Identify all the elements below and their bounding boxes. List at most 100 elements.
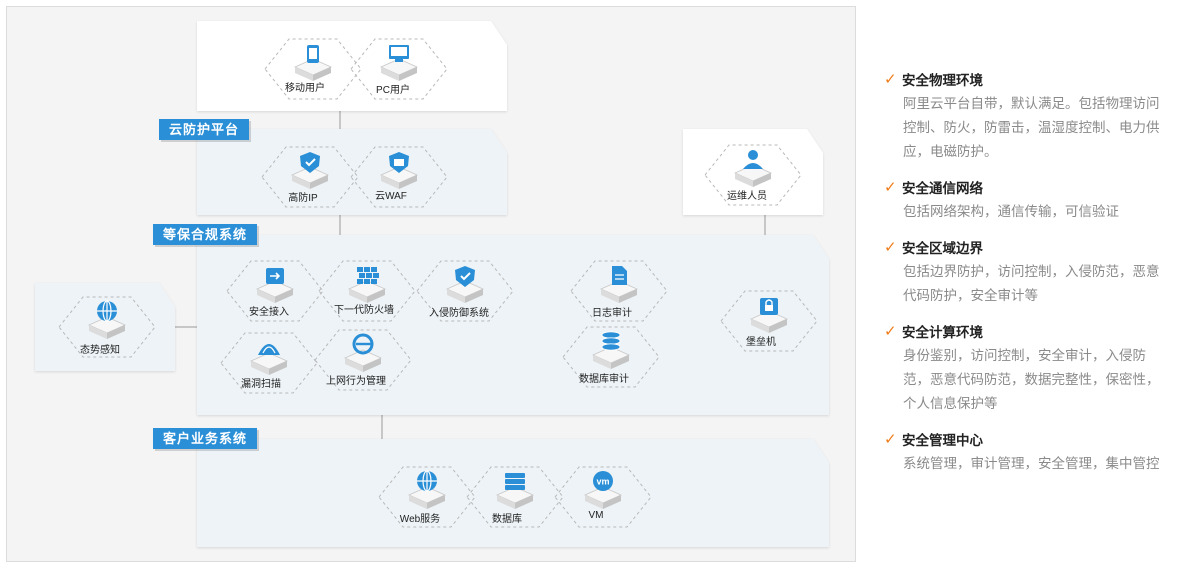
check-icon: ✓ <box>884 71 897 88</box>
wall-icon <box>357 267 379 284</box>
vm-icon: vm <box>593 471 613 491</box>
cube-left <box>735 173 753 187</box>
cube-right <box>611 355 629 369</box>
monitor-icon <box>389 45 409 62</box>
checklist-desc: 身份鉴别，访问控制，安全审计，入侵防 范，恶意代码防范，数据完整性，保密性， 个… <box>884 344 1174 416</box>
node-bastion <box>720 290 818 352</box>
node-vm: vm <box>554 466 652 528</box>
cube-left <box>601 289 619 303</box>
node-label-database: 数据库 <box>492 514 522 525</box>
cube-right <box>107 325 125 339</box>
cube-left <box>447 289 465 303</box>
node-label-web-service: Web服务 <box>399 514 441 525</box>
cube-left <box>251 361 269 375</box>
desc-line: 控制、防火，防雷击，温湿度控制、电力供 <box>903 120 1160 135</box>
checklist-desc: 包括网络架构，通信传输，可信验证 <box>884 200 1174 224</box>
desc-line: 包括网络架构，通信传输，可信验证 <box>903 204 1119 219</box>
desc-line: 系统管理，审计管理，安全管理，集中管控 <box>903 456 1160 471</box>
cube-left <box>497 495 515 509</box>
cube-left <box>585 495 603 509</box>
node-label-situation: 态势感知 <box>80 345 120 356</box>
cube-left <box>89 325 107 339</box>
cube-right <box>269 361 287 375</box>
checklist-desc: 包括边界防护，访问控制，入侵防范，恶意 代码防护，安全审计等 <box>884 260 1174 308</box>
cube-left <box>257 289 275 303</box>
cube-left <box>381 175 399 189</box>
node-hex-outline <box>314 329 412 391</box>
cube-right <box>363 358 381 372</box>
cube-left <box>409 495 427 509</box>
cube-right <box>515 495 533 509</box>
node-label-ops-staff: 运维人员 <box>727 191 767 202</box>
checklist-title: 安全区域边界 <box>902 241 983 256</box>
radar-icon <box>258 344 280 355</box>
lock-icon <box>760 298 778 315</box>
cube-left <box>751 319 769 333</box>
checklist-desc: 阿里云平台自带，默认满足。包括物理访问 控制、防火，防雷击，温湿度控制、电力供 … <box>884 92 1174 164</box>
node-database <box>466 466 564 528</box>
waf-icon <box>389 152 409 173</box>
checklist-title: 安全物理环境 <box>902 73 983 88</box>
node-hex-outline <box>58 296 156 358</box>
shield-icon <box>300 152 320 173</box>
cube-left <box>593 355 611 369</box>
cube-left <box>349 289 367 303</box>
globe-icon <box>97 300 117 322</box>
security-checklist: ✓ 安全物理环境 阿里云平台自带，默认满足。包括物理访问 控制、防火，防雷击，温… <box>884 66 1184 486</box>
cube-right <box>367 289 385 303</box>
cube-right <box>619 289 637 303</box>
server-icon <box>505 473 525 490</box>
desc-line: 应，电磁防护。 <box>903 144 998 159</box>
node-secure-access <box>226 260 324 322</box>
node-hex-outline <box>220 332 318 394</box>
node-label-mobile-user: 移动用户 <box>285 83 325 94</box>
cube-left <box>292 175 310 189</box>
desc-line: 范，恶意代码防范，数据完整性，保密性， <box>903 372 1160 387</box>
desc-line: 身份鉴别，访问控制，安全审计，入侵防 <box>903 348 1146 363</box>
node-ddos-ip <box>261 146 359 208</box>
desc-line: 个人信息保护等 <box>903 396 998 411</box>
node-mobile-user <box>264 38 362 100</box>
node-label-bastion: 堡垒机 <box>746 337 776 348</box>
cube-right <box>310 175 328 189</box>
person-icon <box>743 150 763 169</box>
cube-right <box>753 173 771 187</box>
node-label-cloud-waf: 云WAF <box>375 191 407 202</box>
node-vuln-scan <box>220 332 318 394</box>
node-web-behavior <box>314 329 412 391</box>
cube-right <box>465 289 483 303</box>
checklist-item-management: ✓ 安全管理中心 系统管理，审计管理，安全管理，集中管控 <box>884 426 1184 476</box>
node-label-db-audit: 数据库审计 <box>579 374 629 385</box>
users-panel <box>197 21 507 111</box>
cube-right <box>769 319 787 333</box>
node-log-audit <box>570 260 668 322</box>
db-icon <box>601 331 621 351</box>
node-pc-user <box>350 38 448 100</box>
cube-right <box>275 289 293 303</box>
cube-right <box>399 67 417 81</box>
node-hex-outline <box>378 466 476 528</box>
checklist-title: 安全通信网络 <box>902 181 983 196</box>
cube-left <box>381 67 399 81</box>
cube-left <box>295 67 313 81</box>
node-ngfw <box>318 260 416 322</box>
node-situation <box>58 296 156 358</box>
node-label-web-behavior: 上网行为管理 <box>326 376 386 387</box>
node-hex-outline <box>570 260 668 322</box>
checklist-item-compute: ✓ 安全计算环境 身份鉴别，访问控制，安全审计，入侵防 范，恶意代码防范，数据完… <box>884 318 1184 416</box>
desc-line: 阿里云平台自带，默认满足。包括物理访问 <box>903 96 1160 111</box>
node-hex-outline <box>466 466 564 528</box>
node-ips <box>416 260 514 322</box>
phone-icon <box>307 45 319 63</box>
cube-right <box>313 67 331 81</box>
desc-line: 代码防护，安全审计等 <box>903 288 1038 303</box>
check-icon: ✓ <box>884 239 897 256</box>
diagram-canvas: vm <box>35 21 829 547</box>
node-cloud-waf <box>350 146 448 208</box>
checklist-desc: 系统管理，审计管理，安全管理，集中管控 <box>884 452 1174 476</box>
section-tag-business: 客户业务系统 <box>153 428 258 449</box>
checklist-item-network: ✓ 安全通信网络 包括网络架构，通信传输，可信验证 <box>884 174 1184 224</box>
node-hex-outline <box>350 38 448 100</box>
check-icon: ✓ <box>884 179 897 196</box>
compliance-panel <box>197 235 829 415</box>
